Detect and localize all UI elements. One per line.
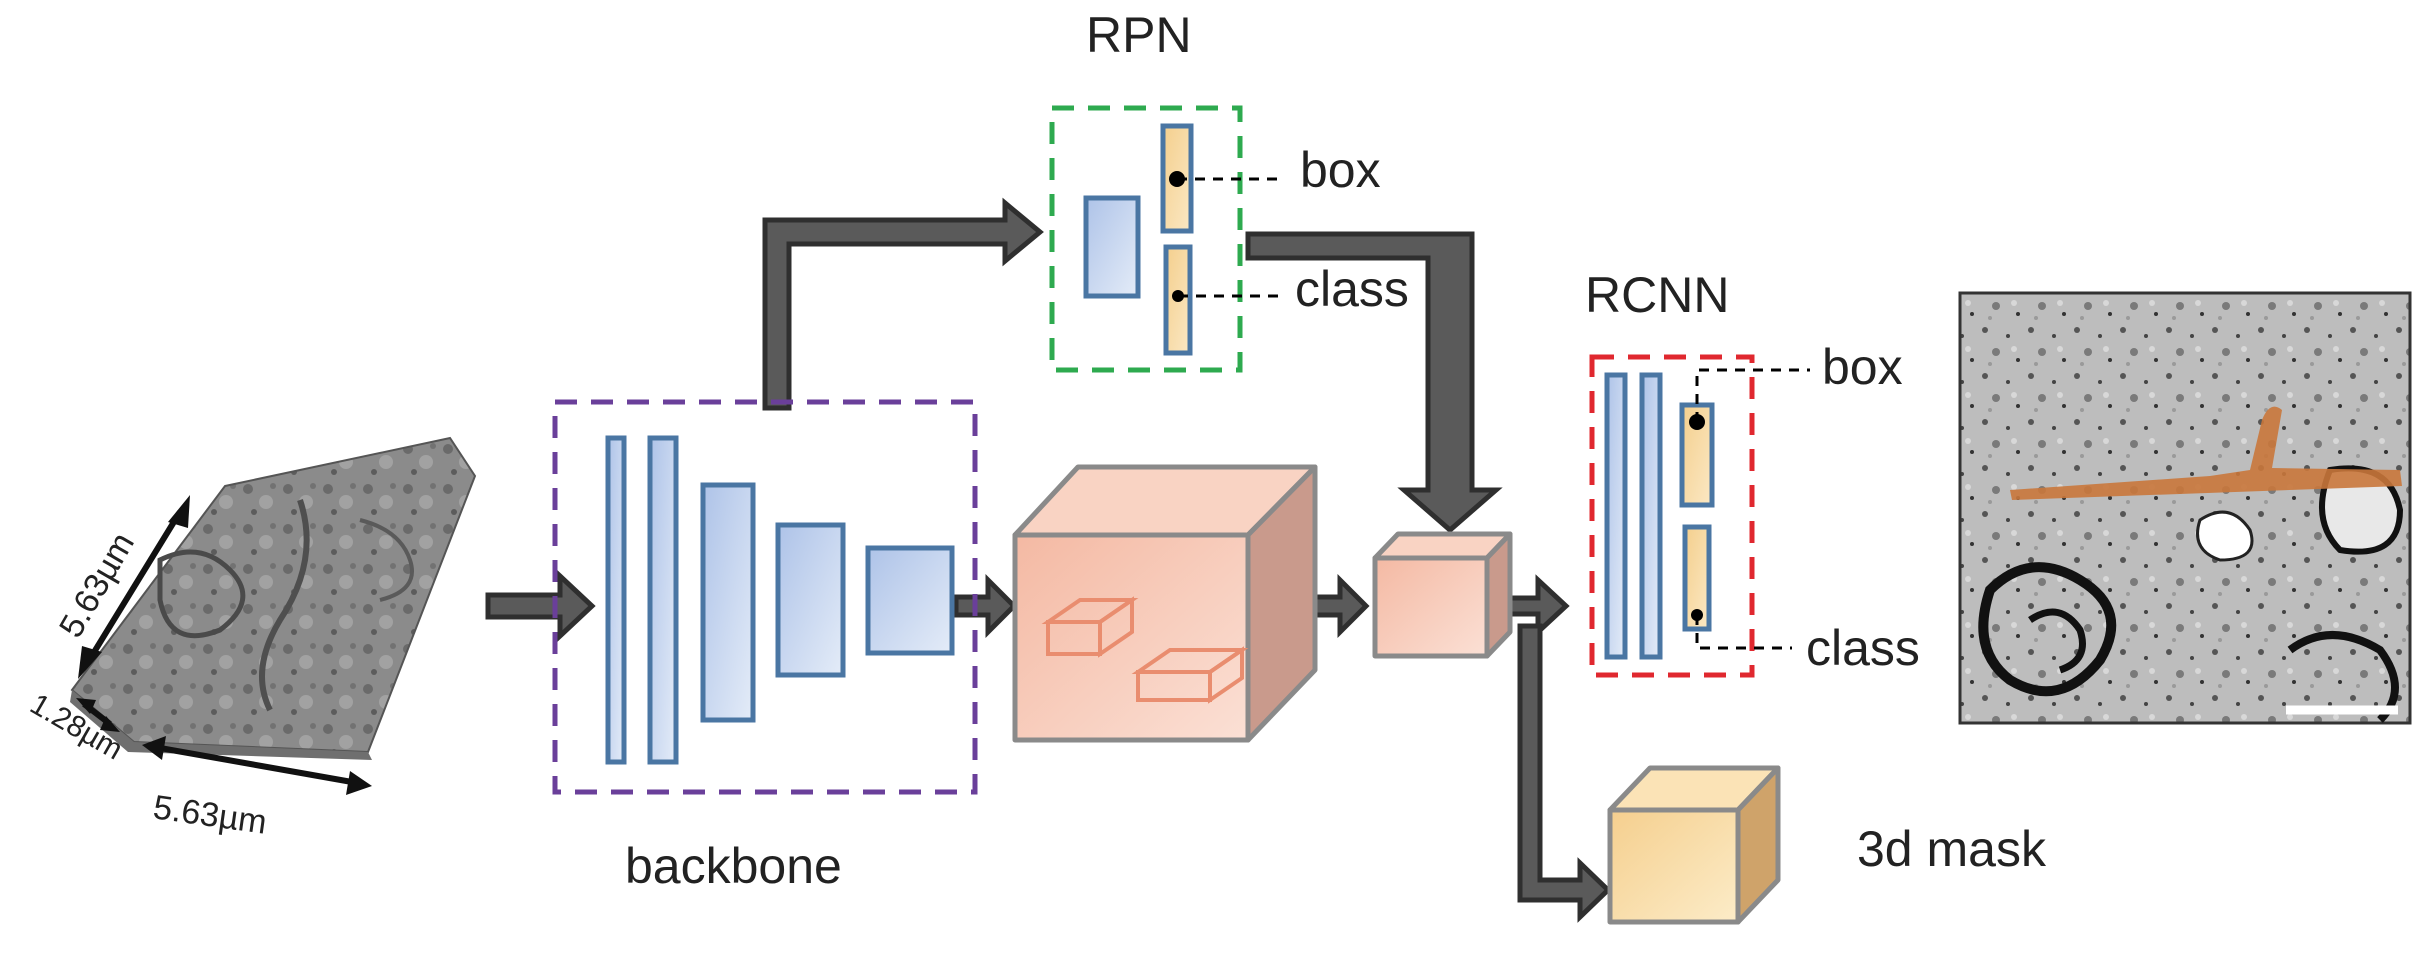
arrow-backbone-to-feature — [953, 573, 1018, 639]
rpn-frame — [1049, 105, 1243, 373]
backbone-layer-3 — [700, 482, 756, 723]
mask-label: 3d mask — [1857, 821, 2047, 877]
rcnn-fc-layer-1 — [1604, 372, 1628, 660]
backbone-layer-1 — [605, 435, 627, 765]
backbone-frame — [552, 399, 978, 795]
roi-feature-cube — [1372, 531, 1513, 659]
rpn-leader-lines — [1169, 171, 1285, 302]
backbone-layer-2 — [647, 435, 679, 765]
rpn-box-label: box — [1300, 142, 1381, 198]
roi-boxes — [1041, 596, 1249, 704]
dimension-arrows — [76, 495, 372, 795]
arrow-rpn-to-roi — [1245, 231, 1503, 534]
arrows — [485, 197, 1612, 923]
rcnn-title: RCNN — [1585, 267, 1729, 323]
segmentation-overlay — [2010, 406, 2402, 500]
feature-map-cube — [1012, 464, 1318, 743]
arrow-roi-to-mask — [1517, 623, 1612, 923]
arrow-roi-to-rcnn — [1505, 574, 1570, 638]
backbone-layers — [605, 435, 955, 765]
rpn-title: RPN — [1086, 7, 1192, 63]
arrow-input-to-backbone — [485, 570, 596, 642]
input-volume — [70, 436, 477, 760]
rcnn-box-label: box — [1822, 339, 1903, 395]
rcnn-fc-layer-2 — [1639, 372, 1663, 660]
arrow-feature-to-roi — [1307, 573, 1370, 639]
rcnn-frame — [1589, 354, 1755, 678]
rcnn-class-label: class — [1806, 620, 1920, 676]
rpn-class-label: class — [1295, 261, 1409, 317]
width-dimension-label: 5.63µm — [151, 788, 269, 842]
backbone-layer-4 — [775, 522, 846, 678]
backbone-layer-5 — [865, 545, 955, 656]
rpn-conv-layer — [1083, 195, 1141, 299]
rcnn-leader-lines — [1689, 368, 1810, 650]
backbone-label: backbone — [625, 838, 842, 894]
output-em-image — [1958, 291, 2412, 725]
arrow-backbone-to-rpn — [762, 197, 1044, 411]
mask-cube — [1607, 765, 1781, 925]
